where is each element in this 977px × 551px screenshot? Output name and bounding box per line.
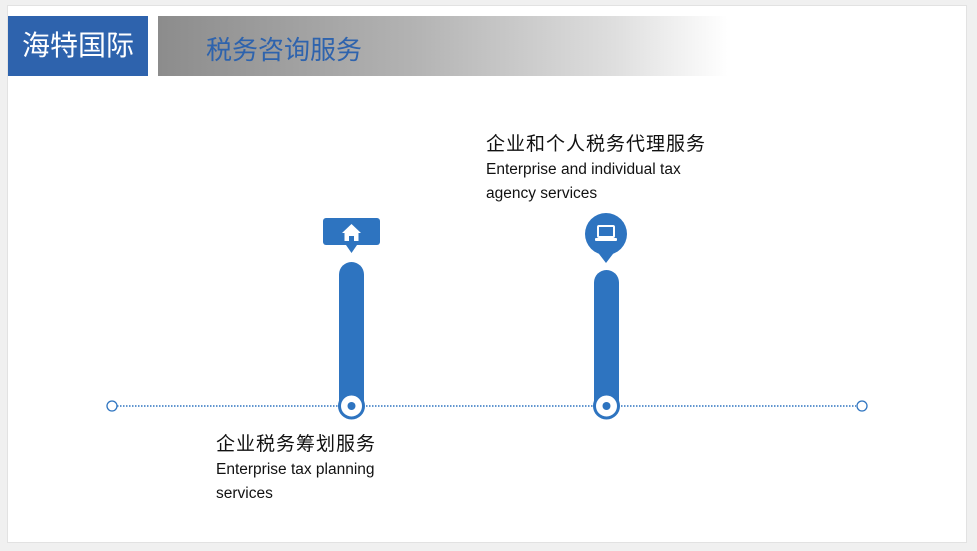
brand-label: 海特国际 <box>8 16 148 76</box>
laptop-icon <box>585 213 627 263</box>
milestone-2-text: 企业和个人税务代理服务 Enterprise and individual ta… <box>486 132 706 206</box>
page-title: 税务咨询服务 <box>206 35 363 65</box>
milestone-1-title-cn: 企业税务筹划服务 <box>216 434 377 455</box>
milestone-2 <box>585 213 627 420</box>
slide-background <box>7 5 967 543</box>
milestone-1-title-en-line2: services <box>216 485 273 502</box>
milestone-2-title-en-line1: Enterprise and individual tax <box>486 161 681 178</box>
milestone-1-text: 企业税务筹划服务 Enterprise tax planning service… <box>216 432 376 506</box>
milestone-2-title-cn: 企业和个人税务代理服务 <box>486 134 707 155</box>
timeline-start-node <box>106 400 118 412</box>
title-bar: 税务咨询服务 <box>158 16 728 76</box>
milestone-2-pillar <box>594 270 619 414</box>
home-icon <box>323 218 380 253</box>
milestone-1 <box>323 218 380 420</box>
milestone-2-title-en-line2: agency services <box>486 185 598 202</box>
milestone-2-node-dot <box>602 402 611 410</box>
milestone-1-title-en-line1: Enterprise tax planning <box>216 461 375 478</box>
milestone-1-pillar <box>339 262 364 414</box>
milestone-1-node-dot <box>347 402 356 410</box>
timeline-end-node <box>856 400 868 412</box>
